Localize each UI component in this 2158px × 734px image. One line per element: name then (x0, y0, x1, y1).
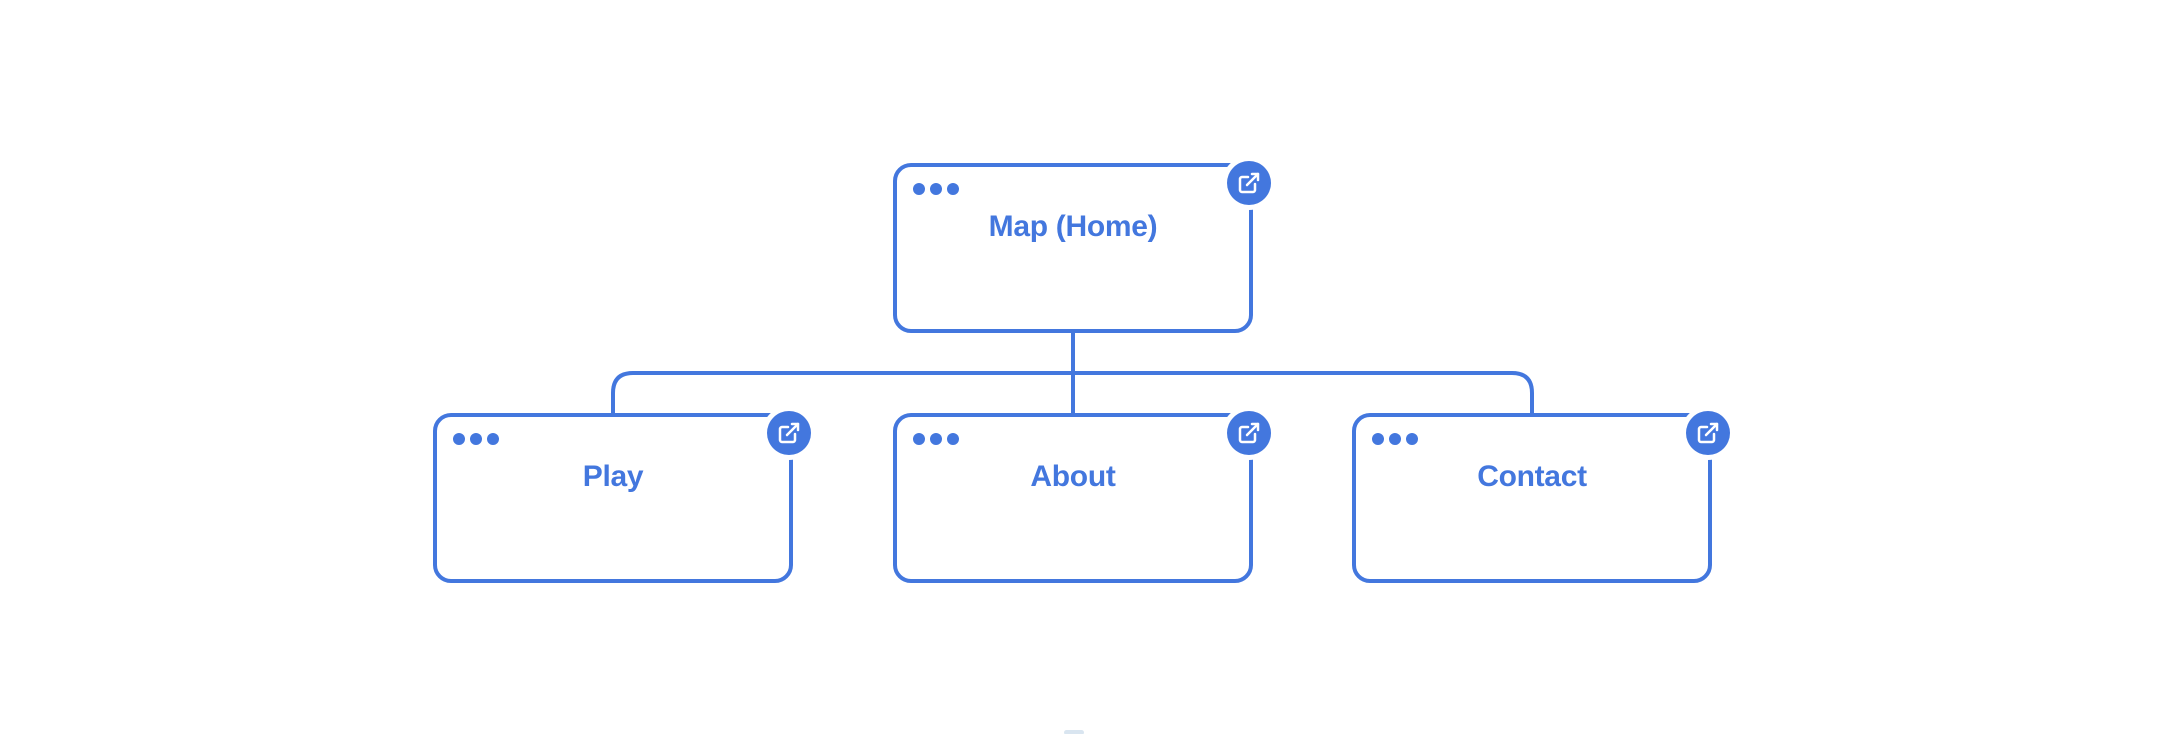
window-dot (947, 433, 959, 445)
ellipsis-dots-icon (1372, 433, 1418, 445)
external-link-button[interactable] (767, 411, 811, 455)
node-label: Play (582, 460, 644, 493)
external-link-button[interactable] (1686, 411, 1730, 455)
external-link-button[interactable] (1227, 161, 1271, 205)
node-label: Map (Home) (988, 210, 1158, 243)
window-dot (487, 433, 499, 445)
external-link-icon (1697, 422, 1719, 444)
node-contact[interactable]: Contact (1352, 411, 1730, 583)
node-map-home[interactable]: Map (Home) (893, 161, 1271, 333)
external-link-icon (778, 422, 800, 444)
window-dot (913, 183, 925, 195)
ellipsis-dots-icon (913, 183, 959, 195)
node-label: Contact (1477, 460, 1587, 493)
ellipsis-dots-icon (453, 433, 499, 445)
external-link-button[interactable] (1227, 411, 1271, 455)
node-label: About (1030, 460, 1116, 493)
ellipsis-dots-icon (913, 433, 959, 445)
connector-bus-play-contact (611, 371, 1534, 415)
external-link-icon (1238, 422, 1260, 444)
window-dot (947, 183, 959, 195)
window-dot (930, 433, 942, 445)
window-dot (930, 183, 942, 195)
window-dot (1406, 433, 1418, 445)
window-dot (470, 433, 482, 445)
window-dot (913, 433, 925, 445)
node-play[interactable]: Play (433, 411, 811, 583)
window-dot (453, 433, 465, 445)
window-dot (1372, 433, 1384, 445)
clipped-node-edge (1064, 730, 1084, 734)
node-about[interactable]: About (893, 411, 1271, 583)
window-dot (1389, 433, 1401, 445)
external-link-icon (1238, 172, 1260, 194)
